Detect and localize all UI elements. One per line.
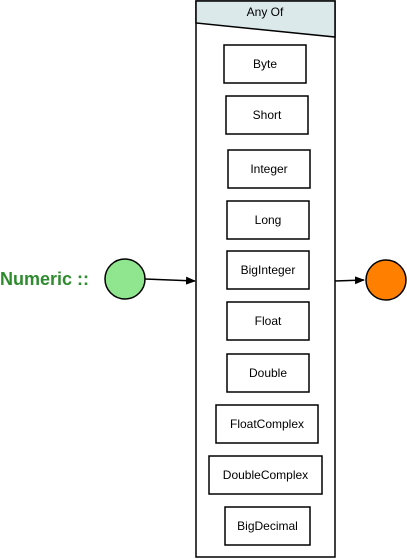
option-short: Short [225,95,309,135]
option-box [226,200,310,240]
option-box [226,353,310,393]
option-bigdecimal: BigDecimal [224,506,311,546]
rule-name-label: Numeric :: [0,269,90,289]
option-box [227,149,311,189]
option-label: DoubleComplex [223,468,308,482]
option-double: Double [226,353,310,393]
option-label: Short [253,108,282,122]
option-label: Float [255,314,282,328]
option-box [226,301,310,341]
option-label: FloatComplex [230,417,304,431]
option-label: Long [255,213,282,227]
option-box [223,44,307,84]
option-label: Byte [253,57,277,71]
option-box [226,250,310,290]
any-of-group-header [195,0,336,38]
exit-arrow [334,276,365,285]
option-box [215,404,319,444]
option-label: Integer [250,162,287,176]
entry-arrow [144,276,196,285]
option-byte: Byte [223,44,307,84]
start-node [104,258,146,300]
option-biginteger: BigInteger [226,250,310,290]
option-label: BigInteger [241,263,296,277]
option-floatcomplex: FloatComplex [215,404,319,444]
option-box [225,95,309,135]
option-box [208,455,323,495]
option-integer: Integer [227,149,311,189]
option-label: BigDecimal [237,519,298,533]
any-of-group-label: Any Of [247,5,284,19]
option-doublecomplex: DoubleComplex [208,455,323,495]
end-node [365,259,407,301]
option-long: Long [226,200,310,240]
option-label: Double [249,366,287,380]
option-float: Float [226,301,310,341]
option-box [224,506,311,546]
